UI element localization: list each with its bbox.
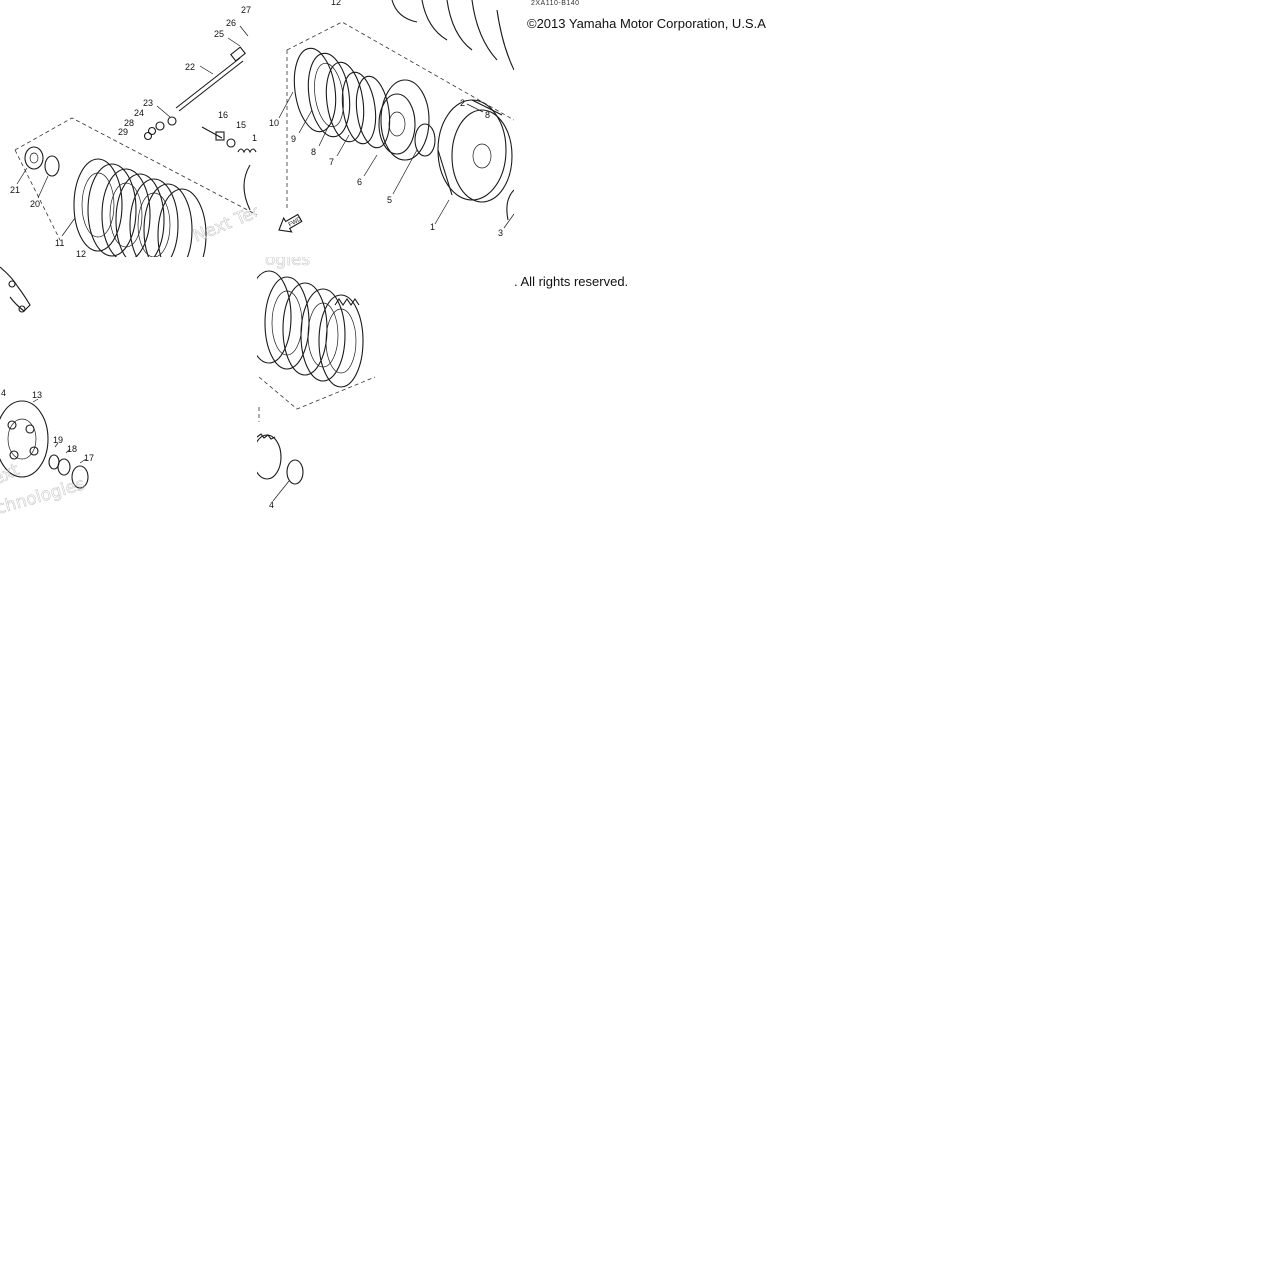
callout-12: 12 bbox=[331, 0, 341, 7]
callout-21: 21 bbox=[10, 185, 20, 195]
assembly-outline-left bbox=[14, 149, 61, 241]
rights-text: . All rights reserved. bbox=[514, 274, 629, 289]
washer bbox=[44, 155, 60, 177]
assembly-outline bbox=[258, 376, 376, 410]
copyright-text: ©2013 Yamaha Motor Corporation, U.S.A bbox=[527, 16, 766, 31]
assembly-outline bbox=[14, 117, 257, 216]
callout-6: 6 bbox=[357, 177, 362, 187]
clutch-housing bbox=[437, 99, 513, 203]
callout-24: 24 bbox=[134, 108, 144, 118]
diagram-tile-bottom-left: ext chnologies 4 13 19 18 17 bbox=[0, 257, 257, 514]
callout-23: 23 bbox=[143, 98, 153, 108]
callout-16: 16 bbox=[218, 110, 228, 120]
fwd-arrow-icon: FWD bbox=[278, 213, 303, 233]
watermark-text: ext bbox=[0, 460, 23, 490]
callout-19: 19 bbox=[53, 435, 63, 445]
clutch-exploded-view-right: FWD 12 10 9 8 7 6 5 2 8 1 3 bbox=[269, 0, 514, 238]
damper-spring bbox=[341, 71, 377, 145]
callout-20: 20 bbox=[30, 199, 40, 209]
callout-1: 1 bbox=[430, 222, 435, 232]
callout-7: 7 bbox=[329, 157, 334, 167]
callout-11: 11 bbox=[55, 238, 64, 248]
callout-26: 26 bbox=[226, 18, 236, 28]
callout-27: 27 bbox=[241, 5, 251, 15]
diagram-tile-bottom-right: ogies 4 bbox=[257, 257, 514, 514]
watermark-text: ogies bbox=[265, 257, 310, 270]
callout-8b: 8 bbox=[485, 110, 490, 120]
housing-edge bbox=[243, 164, 251, 211]
push-rod bbox=[175, 57, 241, 109]
friction-plate-stack bbox=[73, 158, 207, 257]
pressure-plate-view: ext chnologies 4 13 19 18 17 bbox=[0, 266, 94, 514]
clutch-plate-8 bbox=[325, 61, 365, 143]
callout-5: 5 bbox=[387, 195, 392, 205]
callout-28: 28 bbox=[124, 118, 134, 128]
circlip bbox=[286, 459, 304, 485]
drive-gear bbox=[257, 433, 282, 480]
callout-8: 8 bbox=[311, 147, 316, 157]
callout-3: 3 bbox=[498, 228, 503, 238]
callout-2: 2 bbox=[460, 98, 465, 108]
callout-12: 12 bbox=[76, 249, 86, 257]
callout-17: 17 bbox=[84, 453, 94, 463]
ball-part bbox=[167, 116, 177, 126]
assembly-outline bbox=[286, 21, 514, 121]
plug-cap bbox=[71, 465, 89, 489]
primary-gear bbox=[506, 189, 514, 221]
plate-stack-view: ogies 4 bbox=[257, 257, 376, 510]
callout-9: 9 bbox=[291, 134, 296, 144]
callout-22: 22 bbox=[185, 62, 195, 72]
clutch-plate-10 bbox=[293, 47, 337, 133]
clutch-exploded-view-left: Next Tec 27 26 25 22 23 24 28 29 16 15 1… bbox=[10, 5, 257, 257]
callout-15: 15 bbox=[236, 120, 246, 130]
callout-4: 4 bbox=[1, 388, 6, 398]
callout-4: 4 bbox=[269, 500, 274, 510]
top-plate-edges bbox=[391, 0, 514, 71]
part-code: 2XA110-B140 bbox=[531, 0, 580, 7]
callout-13: 13 bbox=[32, 390, 42, 400]
push-lever bbox=[0, 266, 31, 312]
diagram-tile-top-left: Next Tec 27 26 25 22 23 24 28 29 16 15 1… bbox=[0, 0, 257, 257]
callout-10: 10 bbox=[269, 118, 279, 128]
callout-29: 29 bbox=[118, 127, 128, 137]
diagram-tile-top-right: FWD 12 10 9 8 7 6 5 2 8 1 3 bbox=[257, 0, 514, 257]
clutch-boss bbox=[380, 79, 430, 161]
spring bbox=[237, 148, 257, 154]
pressure-plate bbox=[0, 400, 49, 478]
callout-1: 1 bbox=[252, 133, 257, 143]
clutch-plate-stack bbox=[257, 270, 364, 388]
nut bbox=[57, 458, 71, 476]
callout-25: 25 bbox=[214, 29, 224, 39]
clutch-plate-9 bbox=[307, 52, 351, 138]
watermark-text: Next Tec bbox=[190, 201, 257, 247]
bearing bbox=[24, 146, 44, 170]
bolt bbox=[201, 126, 223, 139]
callout-18: 18 bbox=[67, 444, 77, 454]
svg-text:FWD: FWD bbox=[288, 216, 303, 228]
thrust-washer bbox=[414, 123, 436, 157]
